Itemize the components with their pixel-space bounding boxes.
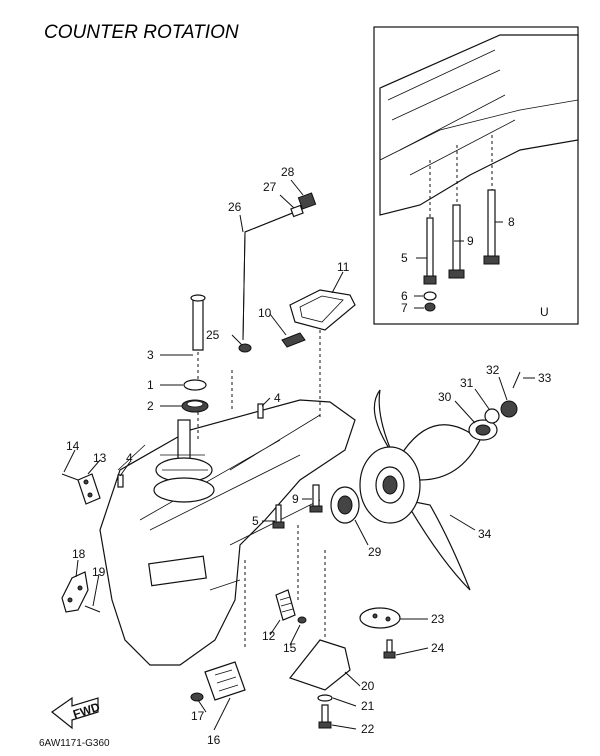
callout-33: 33 [538, 371, 552, 385]
plate-23 [359, 607, 401, 659]
callout-5-mid: 5 [252, 514, 259, 528]
callout-13: 13 [93, 451, 107, 465]
callout-8: 8 [508, 215, 515, 229]
callout-31: 31 [460, 376, 474, 390]
anode-16 [190, 661, 246, 702]
fwd-arrow: FWD [50, 696, 102, 730]
callout-9-inset: 9 [467, 234, 474, 248]
callout-1: 1 [147, 378, 154, 392]
shift-rod-26 [238, 192, 317, 353]
callout-9-mid: 9 [292, 492, 299, 506]
pin-4-left [117, 474, 124, 488]
callout-34: 34 [478, 527, 492, 541]
trim-tab-18 [61, 571, 101, 613]
anode-12 [275, 589, 307, 624]
callout-10: 10 [258, 306, 272, 320]
callout-20: 20 [361, 679, 375, 693]
diagram-code: 6AW1171-G360 [39, 738, 110, 749]
callout-18: 18 [72, 547, 86, 561]
callout-14: 14 [66, 439, 80, 453]
callout-28: 28 [281, 165, 295, 179]
callout-22: 22 [361, 722, 375, 736]
callout-24: 24 [431, 641, 445, 655]
callout-3: 3 [147, 348, 154, 362]
callout-30: 30 [438, 390, 452, 404]
callout-12: 12 [262, 629, 276, 643]
anode-13 [61, 473, 101, 505]
lower-unit-housing [99, 399, 356, 666]
callout-15: 15 [283, 641, 297, 655]
callout-labels: 1 2 3 4 4 5 9 10 11 12 13 14 15 16 17 18… [66, 165, 552, 747]
washer-31 [484, 408, 500, 424]
inset-detail: 5 9 8 6 7 U [373, 26, 579, 325]
callout-5-inset: 5 [401, 251, 408, 265]
callout-29: 29 [368, 545, 382, 559]
callout-4-left: 4 [126, 451, 133, 465]
water-tube-3 [190, 294, 206, 351]
thrust-washer-30 [468, 419, 498, 441]
pin-4-right [257, 403, 264, 419]
callout-27: 27 [263, 180, 277, 194]
callout-19: 19 [92, 565, 106, 579]
inset-label-u: U [540, 305, 549, 319]
callout-32: 32 [486, 363, 500, 377]
callout-2: 2 [147, 399, 154, 413]
callout-4-right: 4 [274, 391, 281, 405]
nut-32 [500, 400, 518, 418]
fwd-label: FWD [71, 700, 102, 722]
callout-26: 26 [228, 200, 242, 214]
skeg-20 [289, 550, 351, 729]
cotter-pin-33 [512, 371, 521, 389]
callout-16: 16 [207, 733, 221, 747]
cover-11 [281, 289, 356, 348]
callout-23: 23 [431, 612, 445, 626]
callout-6: 6 [401, 289, 408, 303]
bolt-9-mid [312, 484, 320, 508]
callout-7: 7 [401, 301, 408, 315]
diagram-title: COUNTER ROTATION [44, 22, 239, 43]
bolt-5-mid [275, 504, 282, 524]
callout-11: 11 [337, 260, 350, 274]
bearing-1 [183, 379, 207, 391]
leader-lines [63, 179, 535, 731]
spacer-29 [330, 486, 360, 524]
callout-17: 17 [191, 709, 205, 723]
callout-25: 25 [206, 328, 220, 342]
propeller-34 [359, 389, 481, 591]
callout-21: 21 [361, 699, 375, 713]
